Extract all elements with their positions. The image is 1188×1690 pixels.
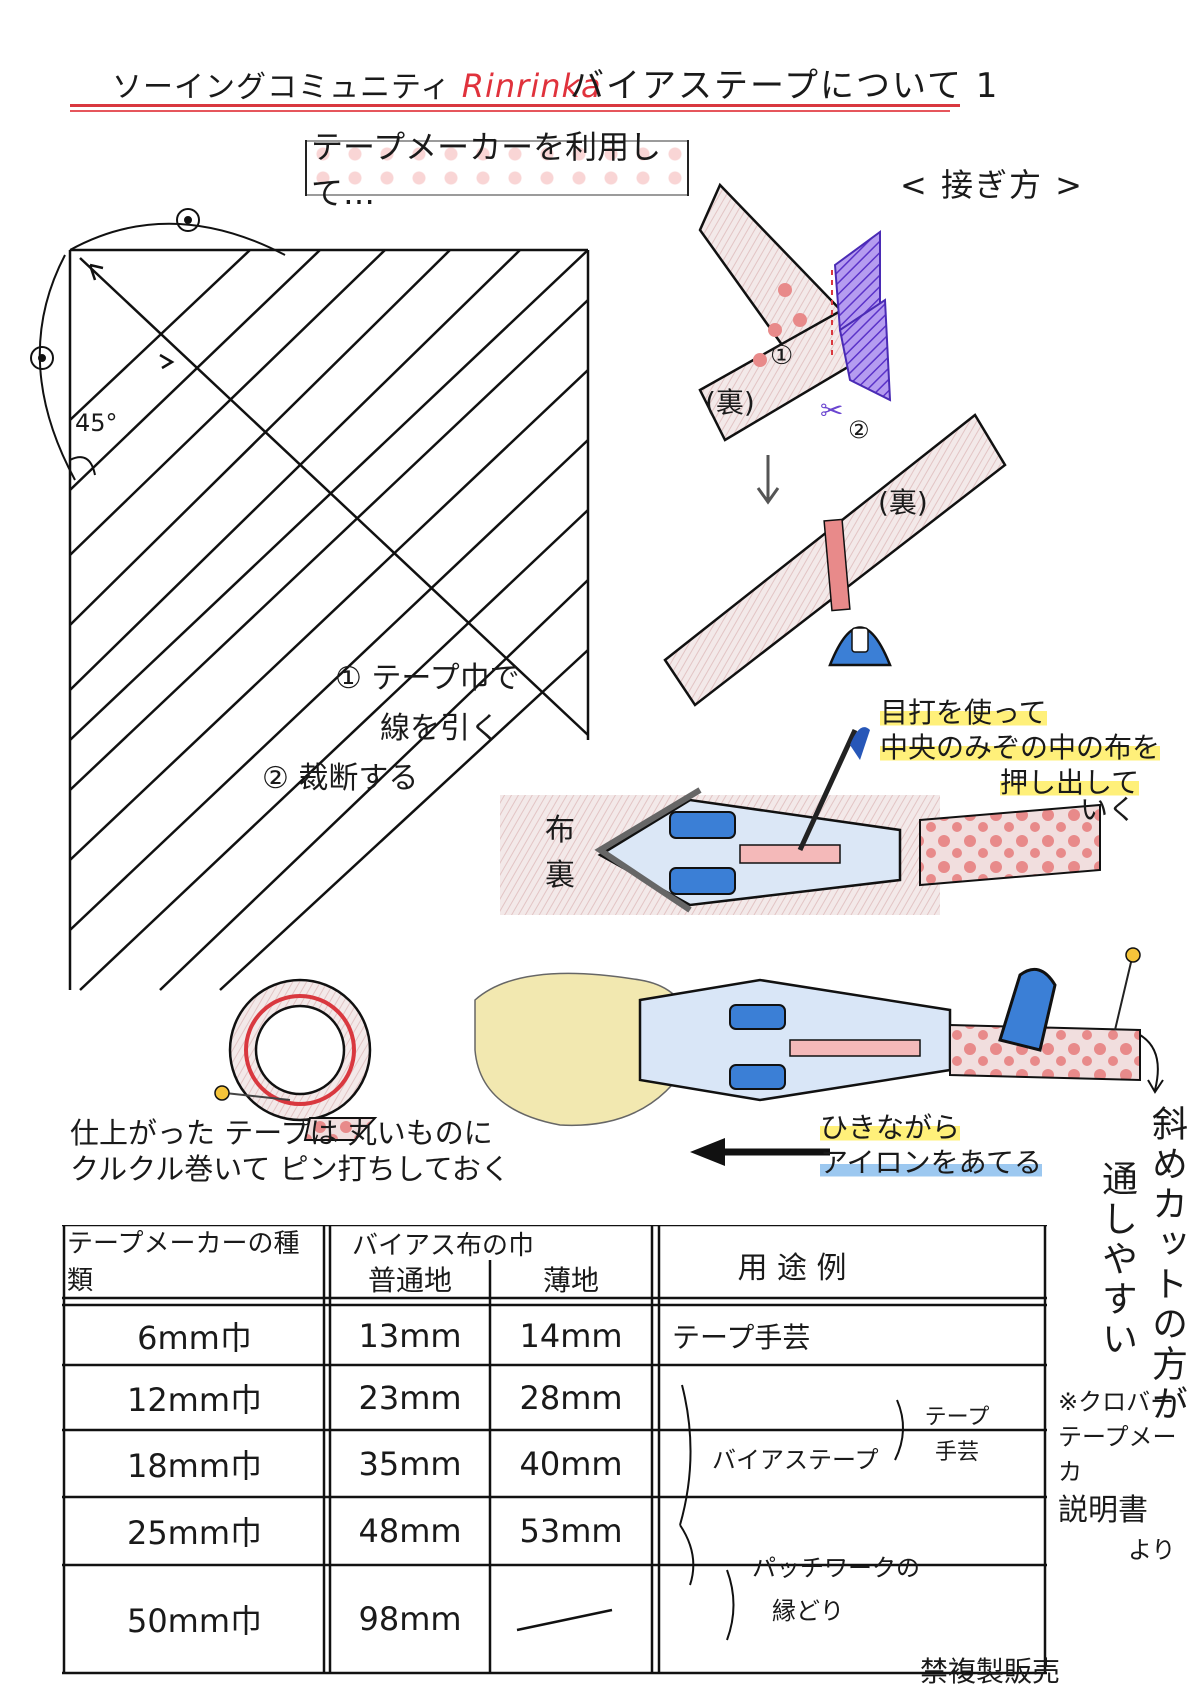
iron-note: ひきながら アイロンをあてる <box>820 1110 1043 1180</box>
row-1-size: 6mm巾 <box>137 1319 252 1357</box>
section-title-box: テープメーカーを利用して… <box>305 122 689 214</box>
direction-arrow <box>690 1138 830 1166</box>
step2-label: ② 裁断する <box>262 761 419 796</box>
join-step-1: ① <box>770 341 794 371</box>
table-grid <box>62 1225 1047 1675</box>
source-note-line4: より <box>1128 1535 1176 1564</box>
vertical-note-1: 斜めカットの方が <box>1146 1105 1187 1425</box>
awl-note-line3: 押し出して <box>1000 766 1140 799</box>
use-tape-craft-2-line2: 手芸 <box>934 1440 979 1465</box>
finish-note: 仕上がった テープは 丸いものに クルクル巻いて ピン打ちしておく <box>70 1115 510 1188</box>
header-underline <box>70 104 960 107</box>
bias-cut-square <box>38 222 590 991</box>
source-note-line1: ※クロバー <box>1058 1388 1175 1416</box>
svg-text:✂: ✂ <box>820 394 843 427</box>
row-4-normal: 48mm <box>358 1512 462 1550</box>
row-3-size: 18mm巾 <box>126 1447 263 1485</box>
step1-line2: 線を引く <box>380 711 500 746</box>
section-title: テープメーカーを利用して… <box>307 122 687 214</box>
rolled-tape <box>214 978 378 1141</box>
finish-note-line2: クルクル巻いて ピン打ちしておく <box>70 1152 510 1187</box>
row-1-thin: 14mm <box>519 1317 623 1355</box>
tape-width-table: テープメーカーの種類 バイアス布の巾 普通地 薄地 用 途 例 6mm巾 13m… <box>62 1225 1047 1675</box>
header-prefix: ソーイングコミュニティ <box>112 70 452 105</box>
row-4-size: 25mm巾 <box>126 1514 263 1552</box>
col-header-type: テープメーカーの種類 <box>67 1229 300 1296</box>
use-tape-craft-2: テープ 手芸 <box>912 1395 1002 1475</box>
col-header-normal: 普通地 <box>367 1264 452 1297</box>
tape-maker-2 <box>474 947 1164 1127</box>
col-header-use: 用 途 例 <box>737 1251 847 1286</box>
grain-markers <box>30 208 200 370</box>
angle-label: 45° <box>75 409 118 437</box>
use-tape-craft-2-line1: テープ <box>924 1404 990 1430</box>
row-4-thin: 53mm <box>519 1512 623 1550</box>
use-tape-craft: テープ手芸 <box>672 1321 811 1354</box>
fabric-back-label: 布 裏 <box>545 808 575 898</box>
use-patchwork: パッチワークの 縁どり <box>752 1540 972 1640</box>
awl-note-line4: いく <box>1080 793 1137 826</box>
row-5-size: 50mm巾 <box>126 1602 263 1640</box>
finish-note-line1: 仕上がった テープは 丸いものに <box>70 1116 493 1150</box>
row-5-thin <box>492 1567 650 1671</box>
awl-note: 目打を使って 中央のみぞの中の布を 押し出して いく <box>880 695 1161 827</box>
iron-note-line1: ひきながら <box>820 1111 961 1144</box>
brand-name: Rinrinka <box>461 67 602 105</box>
join-diagram: ✂ <box>663 182 1007 707</box>
header-underline-2 <box>70 110 950 112</box>
row-3-normal: 35mm <box>358 1445 462 1483</box>
source-note: ※クロバー テープメーカ 説明書 より <box>1058 1385 1188 1568</box>
row-2-size: 12mm巾 <box>126 1381 263 1419</box>
ura-label-1: (裏) <box>705 386 755 419</box>
fabric-label-line2: 裏 <box>545 858 575 893</box>
source-note-line3: 説明書 <box>1058 1493 1148 1529</box>
row-2-thin: 28mm <box>519 1379 623 1417</box>
row-2-normal: 23mm <box>358 1379 462 1417</box>
row-3-thin: 40mm <box>519 1445 623 1483</box>
join-heading: < 接ぎ方 > <box>900 166 1084 204</box>
source-note-line2: テープメーカ <box>1058 1422 1177 1486</box>
awl-note-line2: 中央のみぞの中の布を <box>880 731 1161 764</box>
awl-note-line1: 目打を使って <box>880 696 1047 729</box>
fabric-label-line1: 布 <box>545 813 575 848</box>
ura-label-2: (裏) <box>878 486 928 519</box>
use-patchwork-line1: パッチワークの <box>752 1553 920 1582</box>
vertical-note-2: 通しやすい <box>1096 1160 1137 1360</box>
page-title: バイアステープについて 1 <box>570 66 1000 106</box>
row-5-normal: 98mm <box>358 1600 462 1638</box>
col-header-group: バイアス布の巾 <box>352 1230 535 1261</box>
use-patchwork-line2: 縁どり <box>772 1597 844 1625</box>
use-bias-tape: バイアステープ <box>712 1445 879 1474</box>
iron-note-line2: アイロンをあてる <box>820 1146 1043 1179</box>
tape-maker-1 <box>500 727 1101 915</box>
row-1-normal: 13mm <box>358 1317 462 1355</box>
join-step-2: ② <box>848 416 870 444</box>
step1-line1: ① テープ巾で <box>335 661 520 696</box>
header-left: ソーイングコミュニティ Rinrinka <box>112 62 602 106</box>
col-header-thin: 薄地 <box>542 1264 599 1297</box>
footer-note: 禁複製販売 <box>920 1655 1061 1688</box>
